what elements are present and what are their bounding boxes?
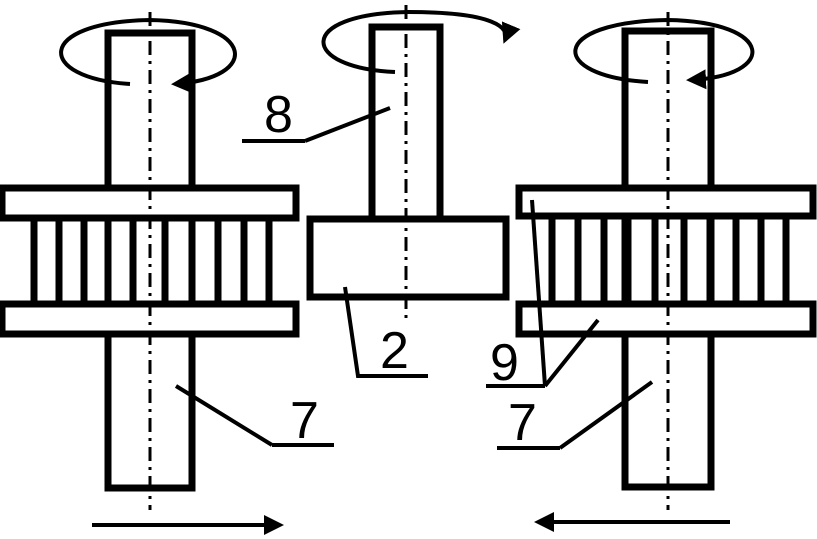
center-disc bbox=[306, 215, 510, 301]
left-spokes bbox=[30, 218, 273, 304]
center-shaft-label: 8 bbox=[264, 86, 293, 144]
left-shaft-label: 7 bbox=[290, 392, 319, 450]
right-assembly: 9 7 bbox=[486, 12, 817, 532]
right-shaft-label: 7 bbox=[508, 394, 537, 452]
right-shaft-leader bbox=[558, 380, 654, 450]
left-shaft-leader bbox=[174, 384, 274, 447]
left-rotation-arrow-icon bbox=[59, 17, 237, 93]
right-spokes bbox=[548, 216, 790, 304]
center-disc-leader bbox=[343, 286, 428, 378]
right-rotation-arrow-icon bbox=[573, 17, 755, 90]
center-rotation-arrow-icon bbox=[321, 9, 521, 74]
right-upper-ring bbox=[515, 184, 817, 220]
right-lower-ring bbox=[515, 300, 817, 338]
right-rings-leader-b bbox=[543, 318, 600, 388]
center-shaft-leader bbox=[304, 106, 391, 143]
center-disc-label: 2 bbox=[380, 322, 409, 380]
right-rings-leader-a bbox=[530, 199, 547, 387]
right-rings-label: 9 bbox=[490, 334, 519, 392]
center-assembly: 8 2 bbox=[242, 5, 521, 380]
left-assembly: 7 bbox=[0, 12, 334, 535]
